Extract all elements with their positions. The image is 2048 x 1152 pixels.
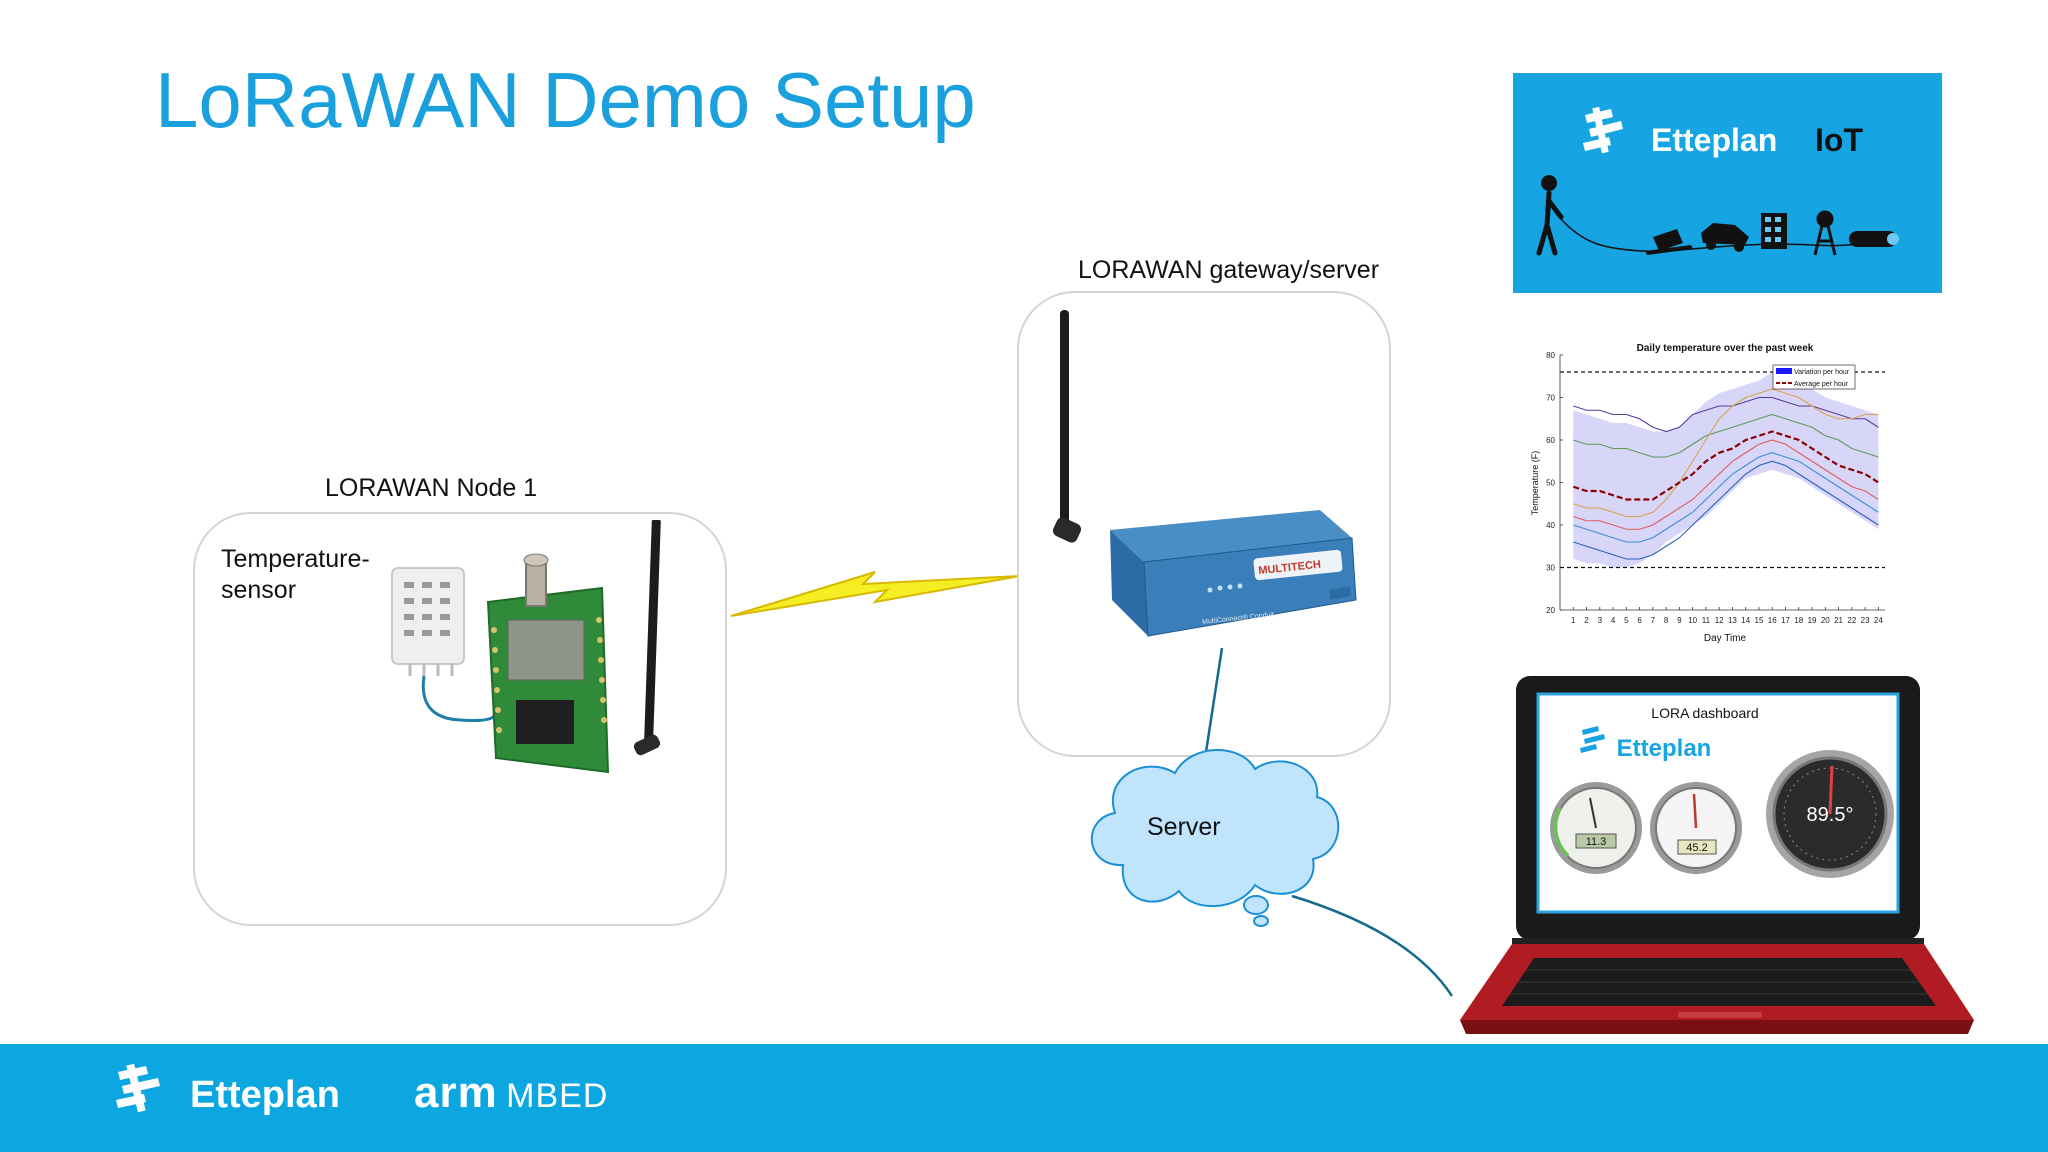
chart-variation-band: [1573, 372, 1879, 568]
sensor-capsule-icon: [1849, 231, 1899, 247]
footer-etteplan-brand: Etteplan: [190, 1074, 340, 1116]
chart-x-tick-label: 11: [1702, 616, 1711, 625]
chart-y-tick-label: 80: [1546, 351, 1555, 360]
footer-arm-logo: arm MBED: [414, 1068, 608, 1118]
chart-x-tick-label: 1: [1571, 616, 1576, 625]
chart-y-tick-label: 20: [1546, 606, 1555, 615]
chart-y-tick-label: 30: [1546, 564, 1555, 573]
banner-brand: Etteplan: [1651, 122, 1777, 158]
node-antenna: [643, 520, 661, 750]
chart-x-tick-label: 16: [1768, 616, 1777, 625]
chart-x-tick-label: 4: [1611, 616, 1616, 625]
chart-xlabel: Day Time: [1704, 633, 1747, 644]
chart-x-tick-label: 20: [1821, 616, 1830, 625]
footer-mbed-text: MBED: [506, 1077, 609, 1115]
gauge-3: 89.5°: [1766, 750, 1894, 878]
chart-x-tick-label: 24: [1874, 616, 1883, 625]
gauge-1-readout: 11.3: [1586, 836, 1607, 848]
server-to-laptop-line: [1291, 894, 1454, 997]
chart-x-tick-label: 21: [1834, 616, 1843, 625]
banner-suffix: IoT: [1815, 122, 1863, 158]
legend-variation: Variation per hour: [1794, 369, 1850, 376]
chart-x-tick-label: 10: [1688, 616, 1697, 625]
chart-x-tick-label: 6: [1637, 616, 1642, 625]
sensor-label-line1: Temperature-: [221, 545, 370, 573]
car-icon: [1701, 223, 1749, 252]
lora-node-board: [391, 520, 661, 774]
chart-x-tick-label: 15: [1755, 616, 1764, 625]
slide-title: LoRaWAN Demo Setup: [155, 56, 976, 144]
laptop-icon: [1645, 229, 1693, 255]
chart-x-tick-label: 17: [1781, 616, 1790, 625]
chart-series-line-3: [1573, 388, 1879, 518]
chart-x-tick-label: 12: [1715, 616, 1724, 625]
chart-x-tick-label: 5: [1624, 616, 1629, 625]
gateway-antenna: [1060, 310, 1069, 525]
sensor-wire: [421, 675, 496, 722]
chart-y-tick-label: 40: [1546, 521, 1555, 530]
footer-bar: Etteplan arm MBED: [0, 1044, 2048, 1152]
dashboard-etteplan-mark: [1580, 726, 1605, 753]
legend-average: Average per hour: [1794, 381, 1849, 388]
chart-series-line-2: [1573, 413, 1879, 458]
chart-x-tick-label: 23: [1861, 616, 1870, 625]
chart-x-tick-label: 22: [1847, 616, 1856, 625]
chart-x-tick-label: 18: [1794, 616, 1803, 625]
chart-x-tick-label: 9: [1677, 616, 1682, 625]
gateway-label: LORAWAN gateway/server: [1078, 256, 1380, 284]
chart-average-line: [1572, 430, 1879, 501]
chart-x-tick-label: 19: [1808, 616, 1817, 625]
gauge-3-readout: 89.5°: [1807, 804, 1854, 826]
chart-series-line-4: [1573, 452, 1879, 543]
tower-icon: [1813, 210, 1837, 256]
chart-series-line-5: [1573, 439, 1879, 530]
chart-x-tick-label: 2: [1584, 616, 1589, 625]
gateway-to-server-line: [1204, 647, 1224, 753]
chart-x-tick-label: 14: [1741, 616, 1750, 625]
chart-series-line-6: [1573, 460, 1879, 560]
chart-y-tick-label: 50: [1546, 479, 1555, 488]
server-cloud: [1090, 749, 1340, 927]
chart-x-tick-label: 7: [1651, 616, 1656, 625]
etteplan-logo-mark: [1583, 106, 1623, 154]
node-label: LORAWAN Node 1: [325, 474, 538, 502]
dashboard-title: LORA dashboard: [1651, 705, 1758, 721]
chart-x-tick-label: 13: [1728, 616, 1737, 625]
gauge-2: 45.2: [1650, 782, 1742, 874]
chart-legend: Variation per hour Average per hour: [1772, 364, 1856, 390]
dashboard-brand: Etteplan: [1617, 735, 1712, 762]
person-icon: [1536, 175, 1564, 256]
temperature-chart: Daily temperature over the past week Day…: [1530, 343, 1885, 644]
chart-y-tick-label: 70: [1546, 394, 1555, 403]
chart-series-line-1: [1573, 396, 1879, 433]
building-icon: [1761, 213, 1787, 249]
gauge-2-readout: 45.2: [1686, 842, 1707, 854]
chart-ylabel: Temperature (F): [1530, 451, 1540, 516]
footer-etteplan-mark: [116, 1063, 160, 1113]
server-label: Server: [1147, 813, 1221, 841]
gauge-1: 11.3: [1550, 782, 1642, 874]
chart-x-tick-label: 8: [1664, 616, 1669, 625]
chart-title: Daily temperature over the past week: [1637, 343, 1814, 354]
sensor-label-line2: sensor: [221, 576, 297, 604]
laptop: LORA dashboard Etteplan 11.3 45.2 89.5° …: [1460, 676, 1974, 1034]
chart-x-tick-label: 3: [1598, 616, 1603, 625]
etteplan-iot-banner: Etteplan IoT: [1513, 73, 1942, 293]
gateway-device: MULTITECH MultiConnect® Conduit: [1052, 310, 1357, 637]
footer-arm-text: arm: [414, 1068, 498, 1117]
chart-y-tick-label: 60: [1546, 436, 1555, 445]
